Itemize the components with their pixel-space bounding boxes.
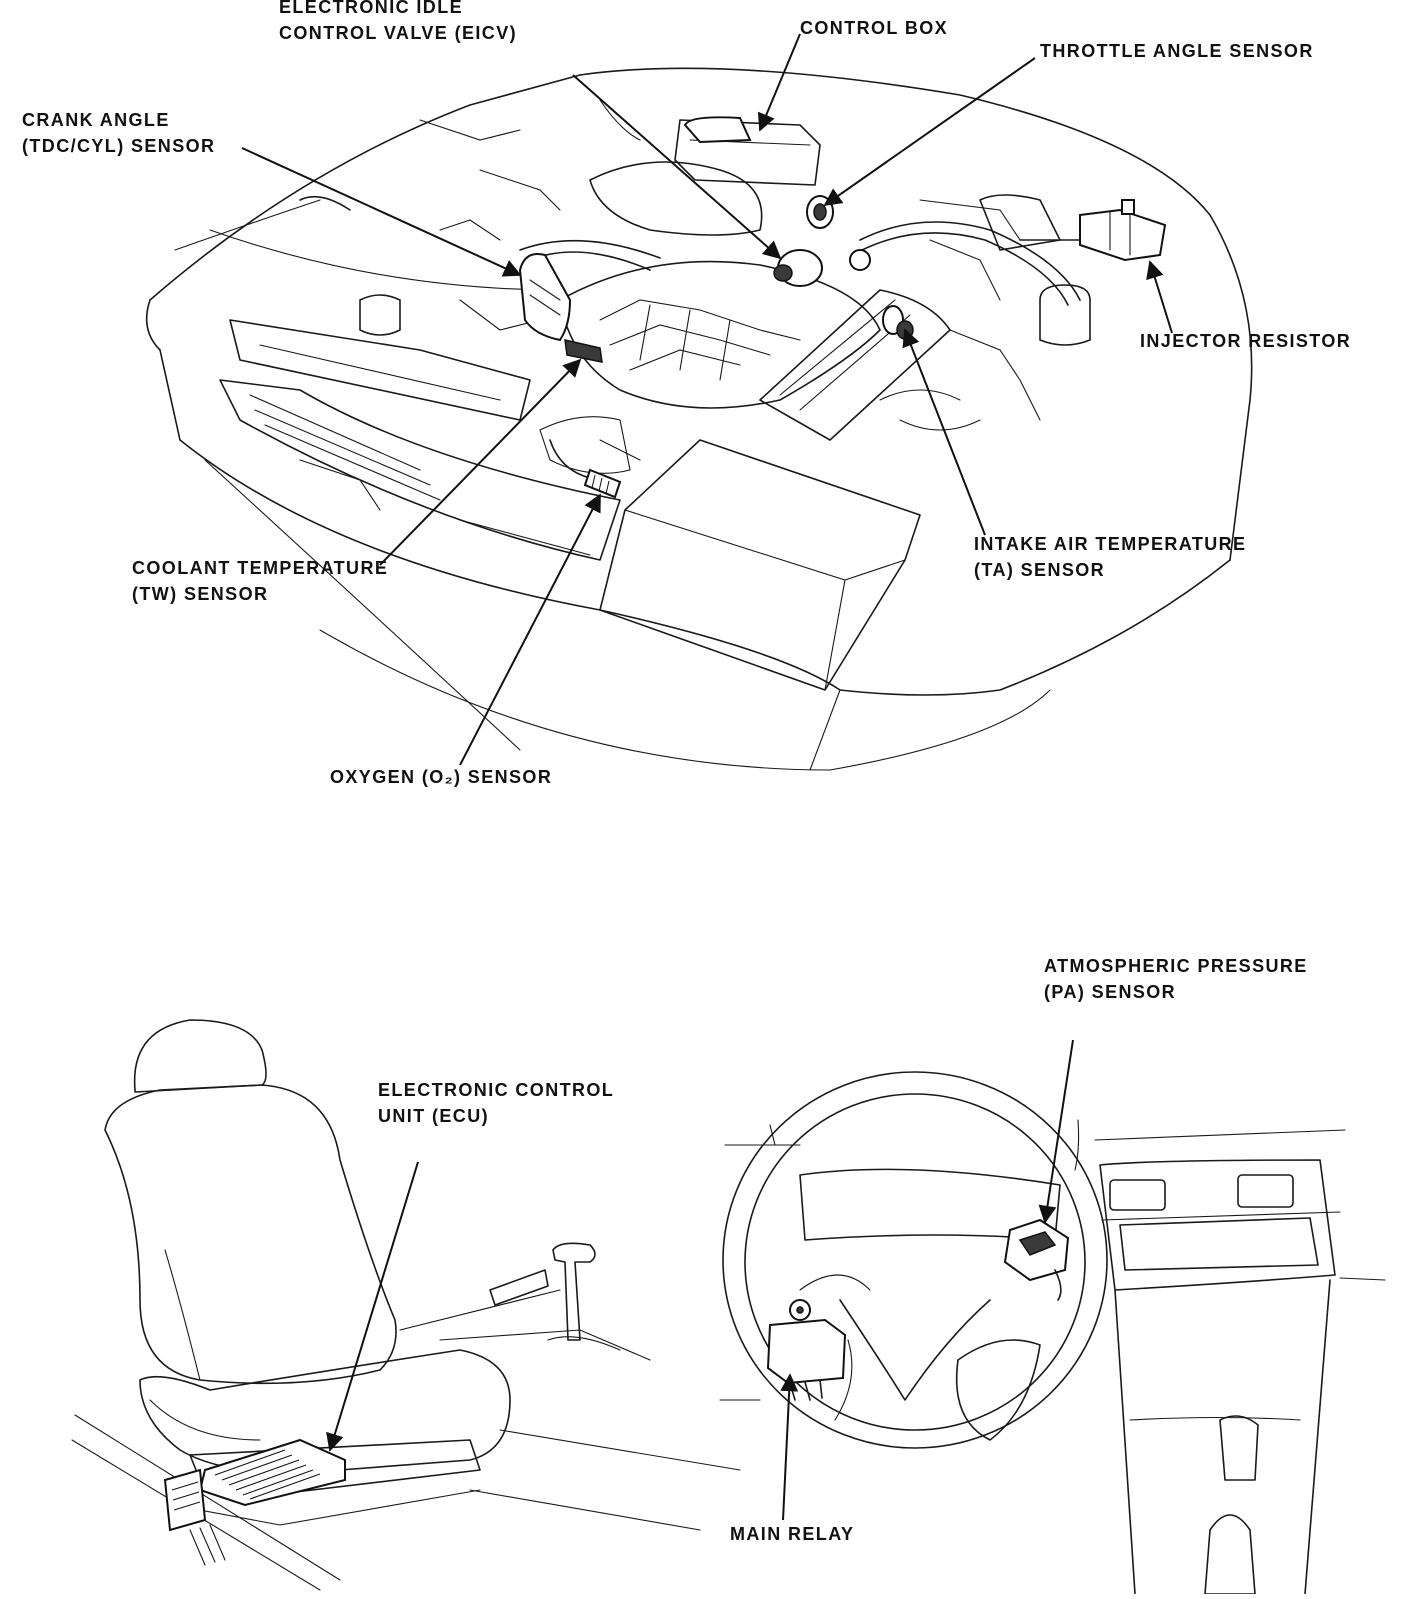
throttle-angle-sensor-label: THROTTLE ANGLE SENSOR: [1040, 38, 1314, 64]
crank-angle-sensor-part: [518, 253, 572, 342]
ecu-part: [163, 1438, 346, 1566]
ecu-label-line1: ELECTRONIC CONTROL: [378, 1080, 615, 1100]
crank-angle-sensor-label: CRANK ANGLE (TDC/CYL) SENSOR: [22, 107, 215, 159]
dashboard-illustration: [719, 1039, 1386, 1595]
main-relay-part: [766, 1299, 853, 1421]
control-box-part: [683, 116, 752, 144]
ecu-label: ELECTRONIC CONTROL UNIT (ECU): [378, 1077, 614, 1129]
injector-resistor-label-text: INJECTOR RESISTOR: [1140, 331, 1352, 351]
oxygen-sensor-label: OXYGEN (O₂) SENSOR: [330, 764, 552, 790]
intake-air-temp-label-line2: (TA) SENSOR: [974, 560, 1106, 580]
crank-angle-label-line1: CRANK ANGLE: [22, 110, 170, 130]
oxygen-sensor-part: [549, 439, 622, 499]
crank-angle-label-line2: (TDC/CYL) SENSOR: [22, 136, 216, 156]
eicv-label: ELECTRONIC IDLE CONTROL VALVE (EICV): [279, 0, 517, 46]
main-relay-label: MAIN RELAY: [730, 1521, 854, 1547]
atmospheric-pressure-sensor-label: ATMOSPHERIC PRESSURE (PA) SENSOR: [1044, 953, 1308, 1005]
eicv-label-line2: CONTROL VALVE (EICV): [279, 23, 518, 43]
coolant-temp-label-line1: COOLANT TEMPERATURE: [132, 558, 389, 578]
intake-air-temp-sensor-label: INTAKE AIR TEMPERATURE (TA) SENSOR: [974, 531, 1246, 583]
coolant-temp-label-line2: (TW) SENSOR: [132, 584, 269, 604]
ecu-label-line2: UNIT (ECU): [378, 1106, 489, 1126]
control-box-label: CONTROL BOX: [800, 15, 948, 41]
eicv-label-line1: ELECTRONIC IDLE: [279, 0, 464, 17]
intake-air-temp-label-line1: INTAKE AIR TEMPERATURE: [974, 534, 1247, 554]
injector-resistor-label: INJECTOR RESISTOR: [1140, 328, 1351, 354]
pa-sensor-part: [1003, 1218, 1070, 1301]
control-box-label-text: CONTROL BOX: [800, 18, 949, 38]
atmospheric-pressure-label-line2: (PA) SENSOR: [1044, 982, 1177, 1002]
injector-resistor-part: [1079, 199, 1167, 262]
seat-illustration: [71, 1019, 741, 1591]
engine-compartment-illustration: [145, 33, 1253, 771]
atmospheric-pressure-label-line1: ATMOSPHERIC PRESSURE: [1044, 956, 1308, 976]
eicv-part: [773, 249, 823, 287]
main-relay-label-text: MAIN RELAY: [730, 1524, 855, 1544]
coolant-temp-sensor-part: [564, 339, 603, 363]
coolant-temp-sensor-label: COOLANT TEMPERATURE (TW) SENSOR: [132, 555, 388, 607]
oxygen-sensor-label-text: OXYGEN (O₂) SENSOR: [330, 767, 553, 787]
throttle-angle-sensor-label-text: THROTTLE ANGLE SENSOR: [1040, 41, 1314, 61]
